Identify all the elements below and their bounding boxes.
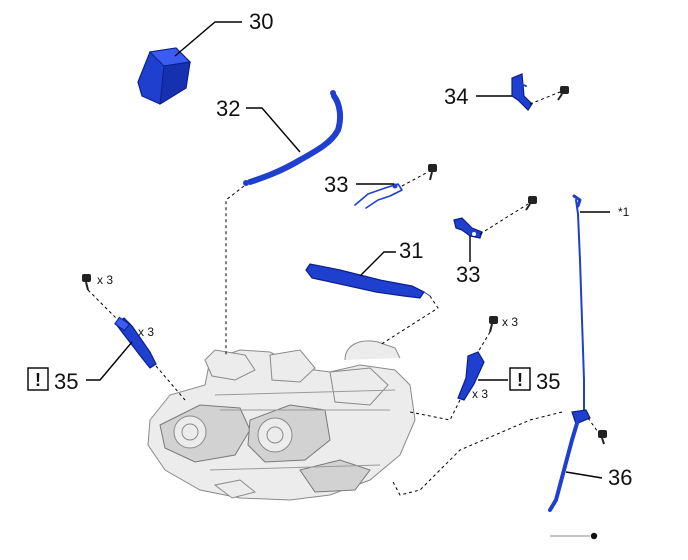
callout-30: 30 — [249, 9, 273, 34]
callout-33-top: 33 — [324, 172, 348, 197]
bolt-qty-left: x 3 — [97, 273, 113, 287]
bolt-icon — [557, 86, 569, 101]
part-33-bracket-top — [354, 183, 403, 209]
part-33-bracket-bottom — [453, 217, 483, 239]
guide-34 — [529, 91, 561, 105]
callout-36: 36 — [608, 465, 632, 490]
callout-31: 31 — [399, 238, 423, 263]
guide-33-bottom — [479, 203, 529, 235]
note-star1: *1 — [618, 205, 630, 219]
callout-32: 32 — [216, 96, 240, 121]
leader-30 — [174, 21, 242, 57]
coil-qty-right: x 3 — [472, 387, 488, 401]
bolt-icon — [428, 164, 437, 181]
engine-assembly — [147, 340, 416, 501]
caution-icon — [509, 367, 531, 391]
guide-bolt-right — [477, 331, 491, 353]
callout-35-left: 35 — [54, 369, 78, 394]
leader-32 — [246, 107, 301, 153]
guide-36-bolt — [587, 417, 599, 433]
caution-icon — [27, 367, 49, 391]
guide-31 — [379, 295, 439, 346]
callout-34: 34 — [444, 84, 468, 109]
part-31-pipe — [305, 263, 431, 299]
bolt-icon — [489, 316, 498, 333]
dipstick-tip-marker — [550, 532, 598, 540]
part-34-bracket — [511, 73, 533, 111]
callout-33-bottom: 33 — [456, 262, 480, 287]
part-35-ignition-coil-right — [457, 351, 485, 401]
leader-31 — [359, 251, 396, 277]
part-30-engine-cover — [137, 47, 192, 105]
caution-mark-left: ! — [35, 370, 41, 390]
guide-36 — [391, 411, 563, 496]
guide-coil-right — [409, 399, 461, 421]
part-36-dipstick — [548, 194, 591, 512]
bolt-qty-right: x 3 — [502, 315, 518, 329]
guide-coil-left — [155, 365, 186, 401]
bolt-icon — [82, 274, 91, 291]
bolt-icon — [598, 430, 607, 445]
callout-35-right: 35 — [536, 369, 560, 394]
guide-bolt-left — [87, 289, 119, 321]
guide-33-top — [401, 171, 429, 187]
bolt-icon — [525, 196, 537, 211]
guide-32 — [225, 185, 245, 355]
caution-mark-right: ! — [517, 370, 523, 390]
part-32-hose — [243, 90, 344, 186]
part-35-ignition-coil-left — [114, 316, 157, 369]
coil-qty-left: x 3 — [138, 325, 154, 339]
leader-36 — [565, 471, 603, 479]
leader-35-left — [86, 341, 133, 381]
